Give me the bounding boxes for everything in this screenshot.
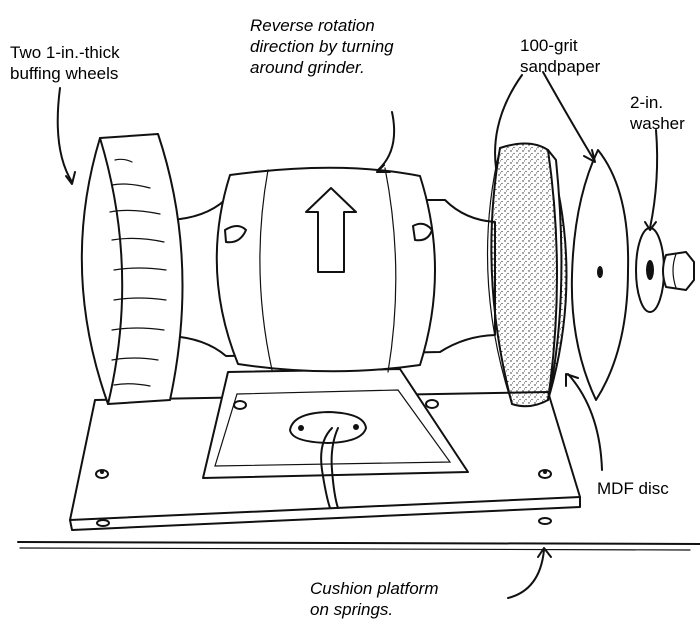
lug-left	[224, 225, 247, 244]
buffing-label-line2: buffing wheels	[10, 64, 119, 83]
sandpaper-label-line1: 100-grit	[520, 36, 578, 55]
nut	[662, 251, 695, 291]
bolt-left	[95, 469, 109, 479]
cushion-platform-label: Cushion platform on springs.	[310, 578, 439, 620]
spring-left	[96, 519, 110, 527]
reverse-label-line3: around grinder.	[250, 58, 365, 77]
buffing-wheels	[80, 133, 184, 405]
sandpaper-label-line2: sandpaper	[520, 57, 601, 76]
washer-label-line2: washer	[630, 114, 685, 133]
sandpaper-label: 100-grit sandpaper	[520, 35, 600, 77]
motor-housing	[169, 166, 496, 373]
buffing-wheels-label: Two 1-in.-thick buffing wheels	[10, 42, 120, 84]
sandpaper-disc	[486, 142, 568, 408]
washer	[635, 227, 665, 313]
bolt-right	[538, 469, 552, 479]
rotation-arrow-icon	[305, 187, 357, 273]
cushion-label-line1: Cushion platform	[310, 579, 439, 598]
spring-right	[538, 517, 552, 525]
floor-lines	[17, 541, 700, 551]
cushion-label-line2: on springs.	[310, 600, 394, 619]
lug-right	[412, 222, 433, 242]
base-bolt-2	[425, 399, 439, 409]
reverse-rotation-label: Reverse rotation direction by turning ar…	[250, 15, 394, 78]
mdf-disc-label: MDF disc	[597, 479, 669, 498]
washer-label-line1: 2-in.	[630, 93, 664, 112]
paper-disc	[570, 149, 630, 401]
base-bolt-1	[233, 400, 247, 410]
leader-lines	[56, 71, 659, 599]
washer-label: 2-in. washer	[630, 92, 685, 134]
buffing-label-line1: Two 1-in.-thick	[10, 43, 120, 62]
power-cord	[289, 411, 367, 509]
reverse-label-line2: direction by turning	[250, 37, 394, 56]
grinder-base	[202, 368, 469, 509]
reverse-label-line1: Reverse rotation	[250, 16, 375, 35]
